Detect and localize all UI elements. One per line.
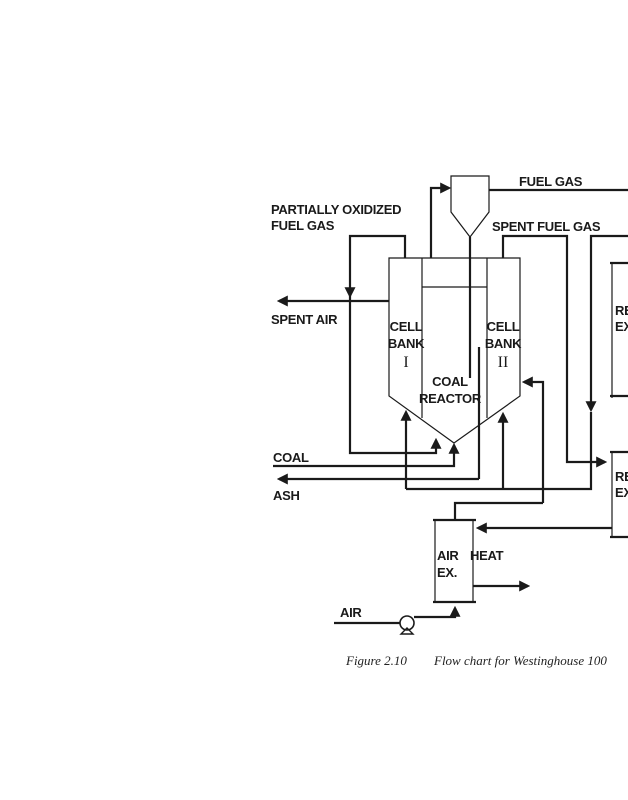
fuel-gas-label: FUEL GAS [519,174,583,189]
coal-feed-line [273,442,460,468]
regen-exchanger-bottom: RE EX [610,450,628,539]
air-heat-ex-label-air: AIR [437,548,459,563]
ash-label: ASH [273,488,300,503]
regen-exchanger-bottom-label-1: RE [615,469,628,484]
fuel-to-cell-bank-2 [521,376,545,503]
air-distribution-line [406,412,593,491]
partially-oxidized-gas-loop [344,234,442,455]
cell-bank-1-label-1: CELL [390,319,423,334]
spent-fuel-gas-line [501,234,608,468]
cell-bank-1-numeral: I [403,354,408,371]
figure-caption-number: Figure 2.10 [345,653,407,668]
spent-fuel-gas-label: SPENT FUEL GAS [492,219,601,234]
cell-bank-2-label-2: BANK [485,336,522,351]
coal-reactor-label-1: COAL [432,374,468,389]
coal-reactor-label-2: REACTOR [419,391,482,406]
air-hx-outlet-line [453,501,543,519]
regen-exchanger-bottom-label-2: EX [615,485,628,500]
regen-exchanger-top: RE EX [610,261,628,398]
cell-bank-2-numeral: II [498,354,509,371]
blower-icon [399,615,415,635]
cell-bank-2-label-1: CELL [487,319,520,334]
air-label: AIR [340,605,362,620]
air-inlet-line [334,605,461,625]
partially-oxidized-label-2: FUEL GAS [271,218,335,233]
air-heat-exchanger [433,518,531,604]
regen-exchanger-top-label-1: RE [615,303,628,318]
coal-label: COAL [273,450,309,465]
cell-bank-1-label-2: BANK [388,336,425,351]
regen-exchanger-top-label-2: EX [615,319,628,334]
reactor-to-cyclone-line [429,182,452,258]
regen-return-line [585,234,628,413]
figure-caption-text: Flow chart for Westinghouse 100 [433,653,607,668]
partially-oxidized-label-1: PARTIALLY OXIDIZED [271,202,401,217]
air-heat-ex-label-heat: HEAT [470,548,504,563]
air-heat-ex-label-ex: EX. [437,565,457,580]
spent-air-label: SPENT AIR [271,312,338,327]
cyclone-separator [450,175,490,238]
main-vessel [388,257,521,444]
